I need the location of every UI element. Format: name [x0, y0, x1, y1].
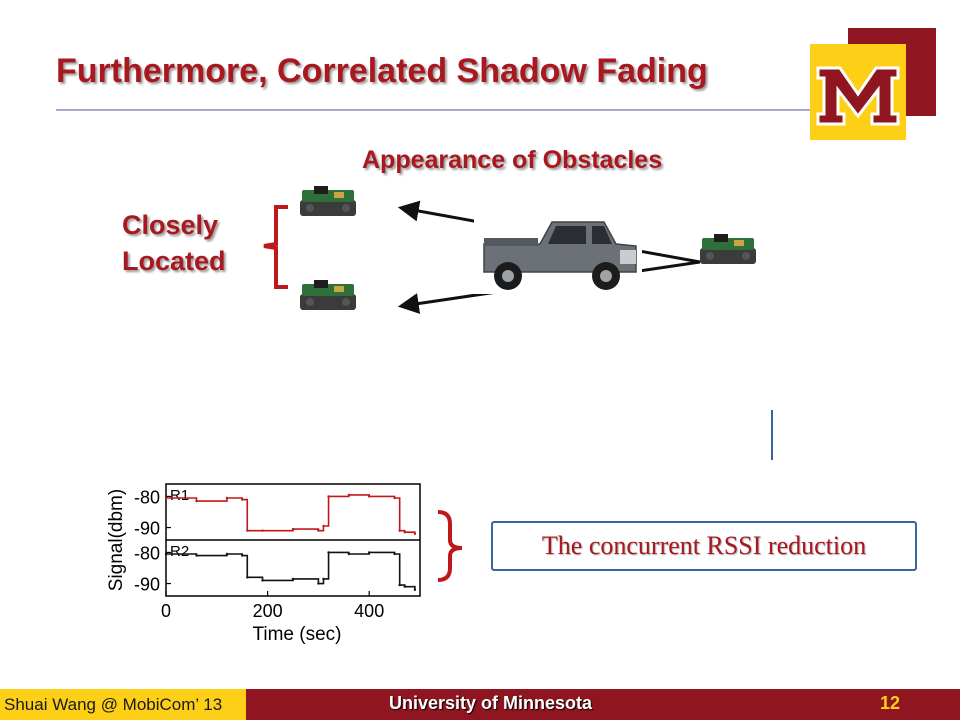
- closely-label-line-1: Closely: [122, 210, 219, 240]
- point-r2-10: [347, 552, 351, 556]
- closely-label-line-2: Located: [122, 246, 226, 276]
- ytick-label-1-1: -90: [134, 575, 160, 595]
- closely-located-label: Closely Located: [122, 207, 262, 279]
- footer-author: Shuai Wang @ MobiCom’ 13: [0, 689, 246, 720]
- series-line-r1: [166, 494, 416, 534]
- closely-located-bracket: [263, 205, 288, 289]
- point-r1-8: [322, 524, 325, 528]
- point-r2-3: [241, 554, 244, 557]
- point-r2-2: [225, 552, 229, 556]
- point-r2-0: [164, 552, 168, 556]
- series-line-r2: [166, 551, 416, 590]
- point-r1-14: [403, 531, 406, 534]
- point-r1-3: [241, 498, 244, 501]
- point-r1-4: [246, 529, 249, 532]
- point-r1-1: [195, 499, 198, 503]
- series-label-r1: R1: [170, 487, 189, 504]
- point-r2-5: [261, 579, 264, 582]
- point-r1-15: [413, 532, 417, 535]
- chart-xlabel: Time (sec): [252, 624, 341, 645]
- point-r2-9: [327, 551, 330, 554]
- rssi-chart: Signal(dbm) Time (sec) -80-90R1-80-90R20…: [106, 483, 421, 645]
- point-r2-4: [246, 576, 249, 579]
- xtick-label-1: 200: [253, 601, 283, 621]
- point-r1-12: [393, 496, 396, 500]
- sensor-node-transmitter-icon: [700, 234, 756, 264]
- rssi-reduction-callout: The concurrent RSSI reduction: [491, 521, 917, 571]
- point-r2-14: [403, 585, 406, 588]
- obstacles-heading: Appearance of Obstacles: [362, 146, 663, 174]
- point-r1-11: [368, 495, 371, 498]
- university-m-logo-icon: [816, 66, 900, 126]
- title-divider: [56, 109, 816, 111]
- point-r1-6: [291, 527, 295, 531]
- footer-page-number: 12: [880, 693, 901, 713]
- point-r2-6: [291, 577, 295, 581]
- chart-ylabel: Signal(dbm): [106, 489, 127, 591]
- point-r1-0: [164, 496, 168, 500]
- point-r1-9: [327, 495, 330, 498]
- sensor-node-top-icon: [300, 186, 356, 216]
- ytick-label-0-1: -90: [134, 519, 160, 539]
- ytick-label-0-0: -80: [134, 487, 160, 507]
- truck-obstacle-icon: [474, 210, 642, 294]
- point-r1-10: [347, 493, 351, 497]
- curly-brace: [437, 510, 463, 582]
- point-r2-8: [322, 577, 325, 581]
- point-r1-13: [398, 529, 401, 532]
- point-r2-12: [393, 552, 396, 556]
- sensor-node-bottom-icon: [300, 280, 356, 310]
- point-r2-7: [317, 582, 320, 585]
- point-r1-5: [261, 529, 264, 532]
- slide-title: Furthermore, Correlated Shadow Fading: [56, 52, 708, 90]
- series-label-r2: R2: [170, 543, 189, 560]
- xtick-label-0: 0: [161, 601, 171, 621]
- point-r2-11: [368, 551, 371, 554]
- ytick-label-1-0: -80: [134, 543, 160, 563]
- footer-university: University of Minnesota: [389, 693, 593, 713]
- point-r2-15: [413, 588, 417, 591]
- point-r1-2: [225, 496, 229, 500]
- xtick-label-2: 400: [354, 601, 384, 621]
- point-r2-1: [195, 554, 198, 557]
- point-r1-7: [317, 529, 320, 532]
- point-r2-13: [398, 583, 401, 587]
